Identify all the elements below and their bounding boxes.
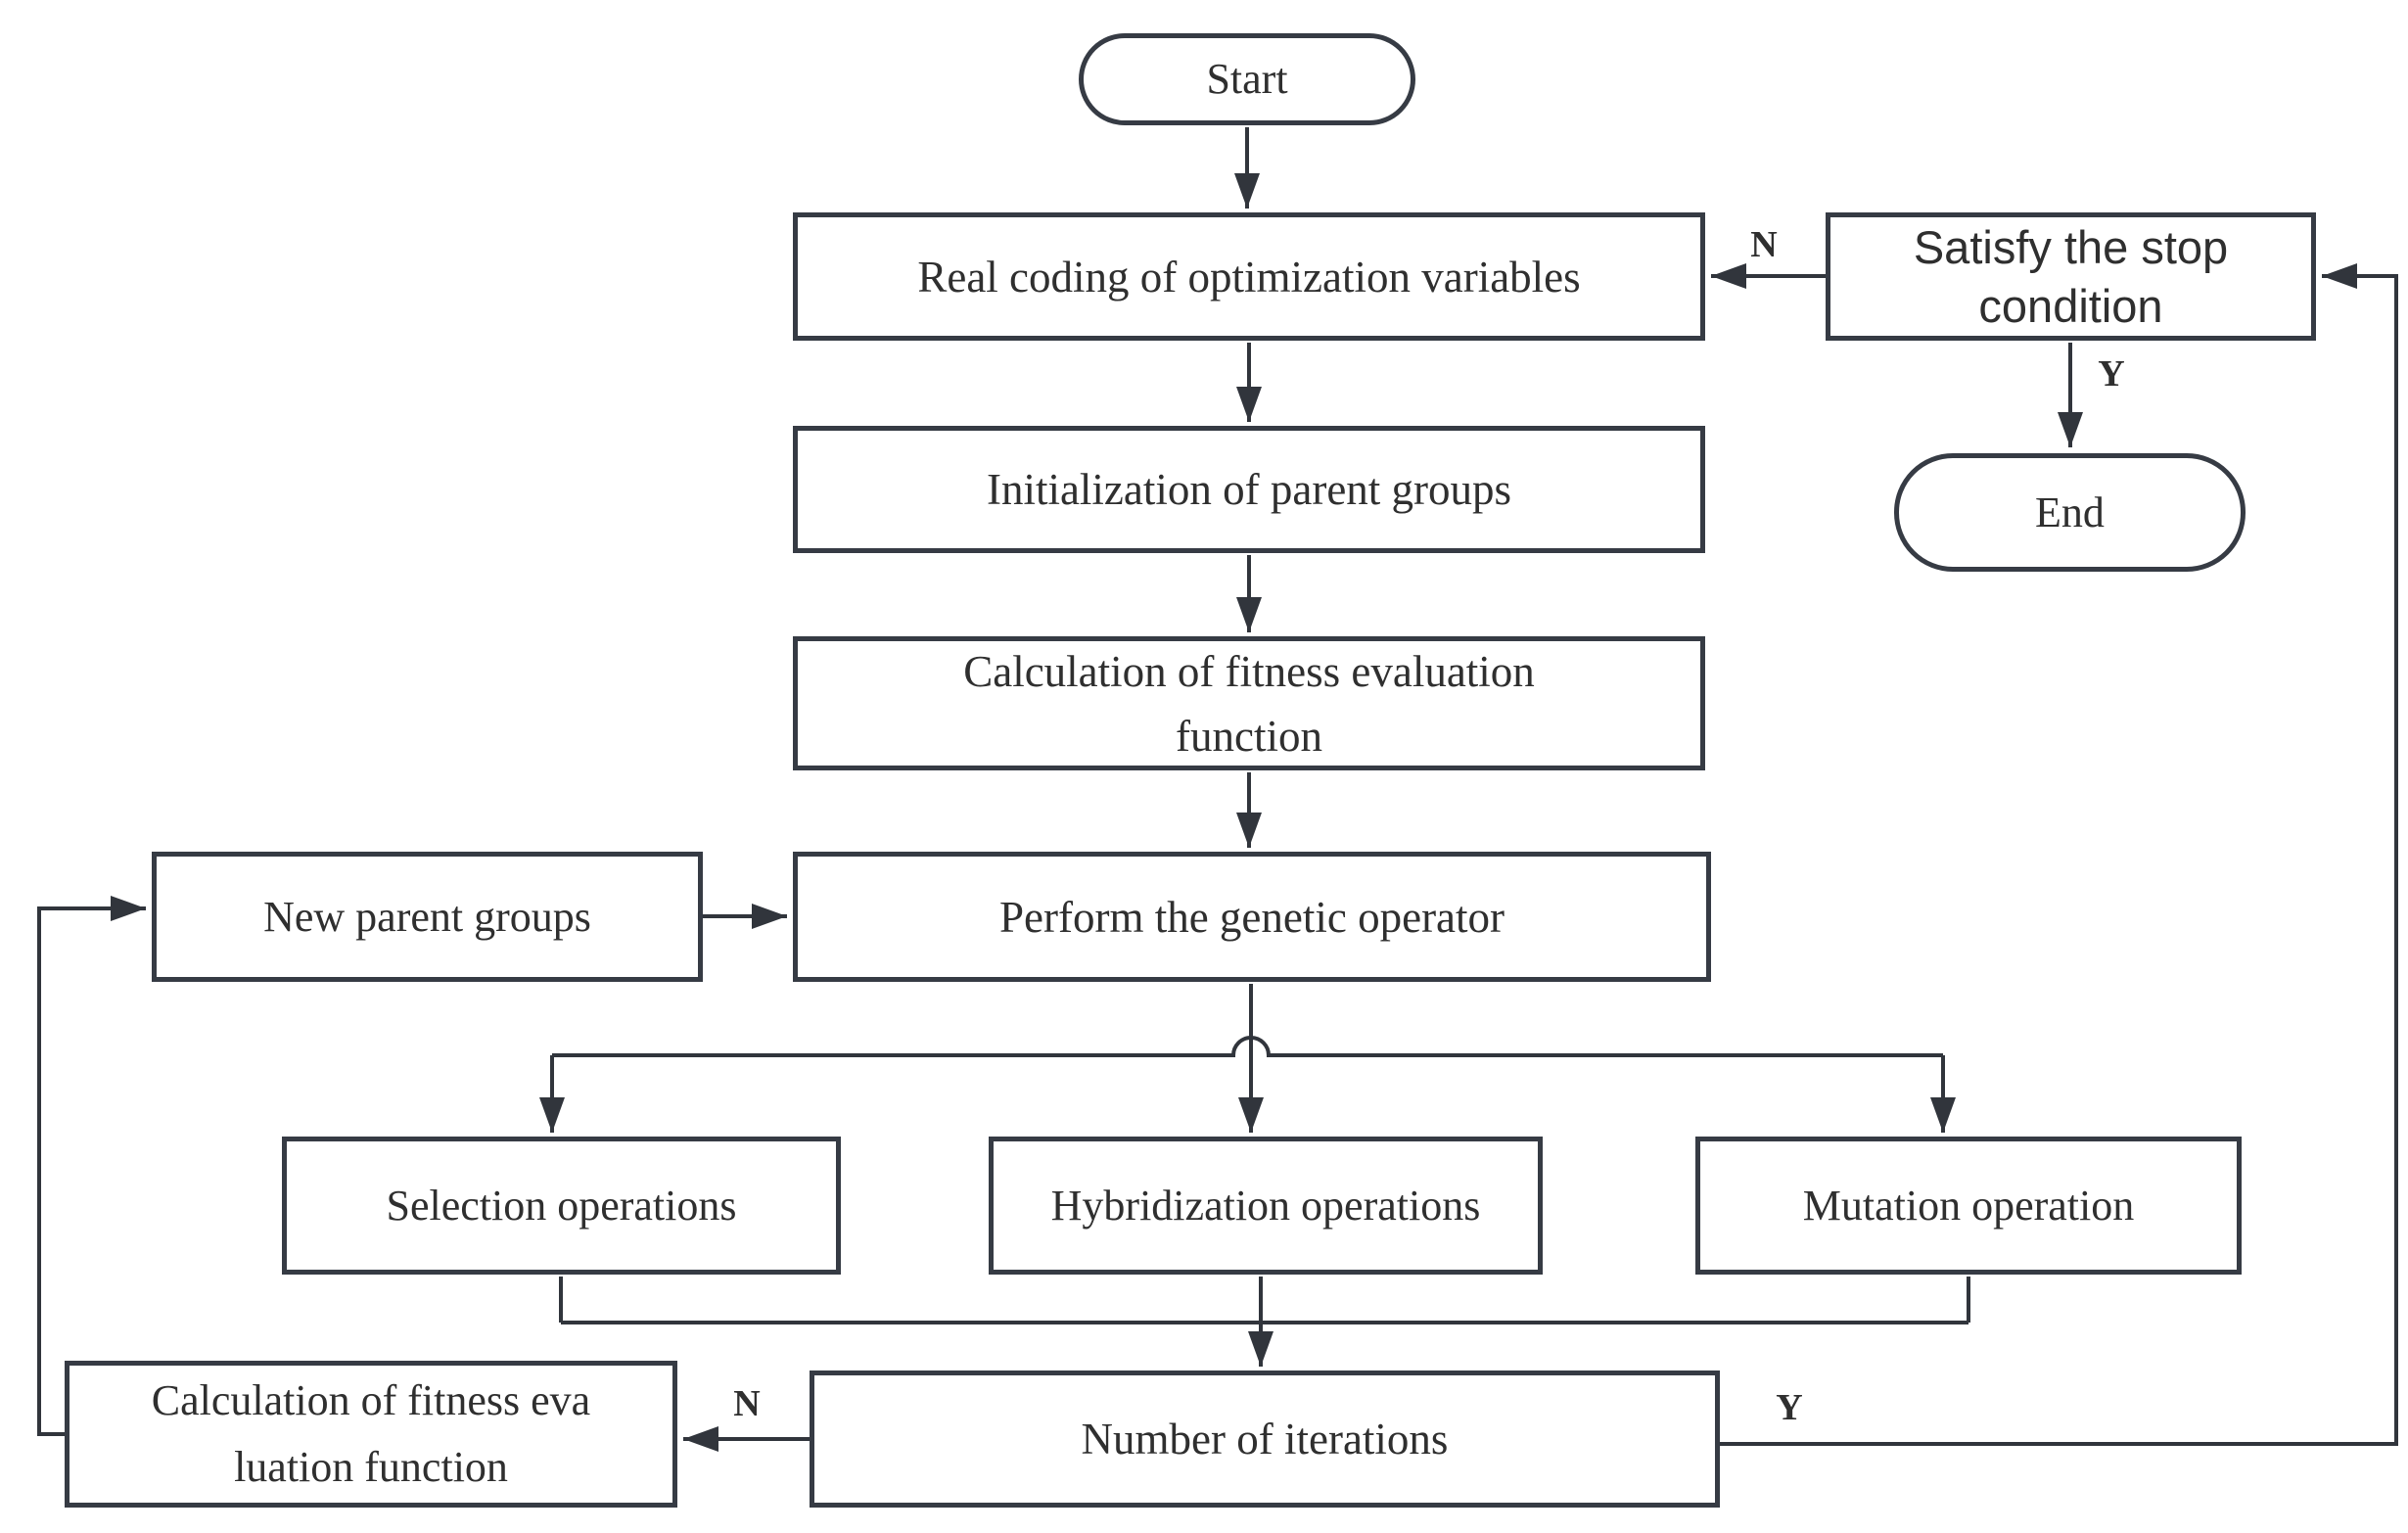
node-start: Start: [1079, 33, 1415, 125]
node-new-parent-groups-label: New parent groups: [263, 892, 591, 941]
node-selection: Selection operations: [282, 1137, 841, 1275]
node-mutation-label: Mutation operation: [1802, 1181, 2135, 1230]
arrow-iterations-to-stop-condition: [1720, 263, 2398, 1446]
node-hybridization: Hybridization operations: [989, 1137, 1543, 1275]
node-end-label: End: [2035, 488, 2105, 536]
node-perform-genetic-label: Perform the genetic operator: [998, 892, 1505, 942]
node-hybridization-label: Hybridization operations: [1050, 1181, 1481, 1230]
node-fitness-calc-line2: function: [1176, 711, 1322, 761]
node-perform-genetic: Perform the genetic operator: [793, 852, 1711, 982]
node-real-coding: Real coding of optimization variables: [793, 212, 1705, 341]
node-real-coding-label: Real coding of optimization variables: [917, 252, 1581, 302]
node-fitness-calc: Calculation of fitness evaluation functi…: [793, 636, 1705, 770]
node-initialization: Initialization of parent groups: [793, 426, 1705, 553]
node-fitness-calc-line1: Calculation of fitness evaluation: [963, 646, 1535, 696]
node-new-parent-groups: New parent groups: [152, 852, 703, 982]
edge-label-iter-to-stop-y: Y: [1776, 1387, 1803, 1428]
node-iterations-label: Number of iterations: [1081, 1415, 1449, 1463]
node-stop-condition-line1: Satisfy the stop: [1913, 220, 2229, 273]
edge-label-stop-to-real-n: N: [1750, 224, 1778, 265]
node-end: End: [1894, 453, 2246, 572]
node-mutation: Mutation operation: [1695, 1137, 2242, 1275]
node-fitness-eva-line2: luation function: [234, 1443, 508, 1491]
edge-label-iter-to-eva-n: N: [733, 1383, 761, 1424]
branch-line-with-hop: [552, 1036, 1943, 1057]
node-initialization-label: Initialization of parent groups: [986, 465, 1512, 514]
arrow-fitness-eva-to-new-parent: [37, 896, 146, 1436]
edge-label-stop-to-end-y: Y: [2098, 353, 2125, 395]
node-iterations: Number of iterations: [810, 1370, 1720, 1508]
node-fitness-eva-line1: Calculation of fitness eva: [151, 1376, 591, 1424]
node-selection-label: Selection operations: [386, 1181, 737, 1230]
node-fitness-eva: Calculation of fitness eva luation funct…: [65, 1361, 677, 1508]
node-start-label: Start: [1206, 55, 1288, 103]
node-stop-condition: Satisfy the stop condition: [1826, 212, 2316, 341]
node-stop-condition-line2: condition: [1978, 279, 2163, 332]
